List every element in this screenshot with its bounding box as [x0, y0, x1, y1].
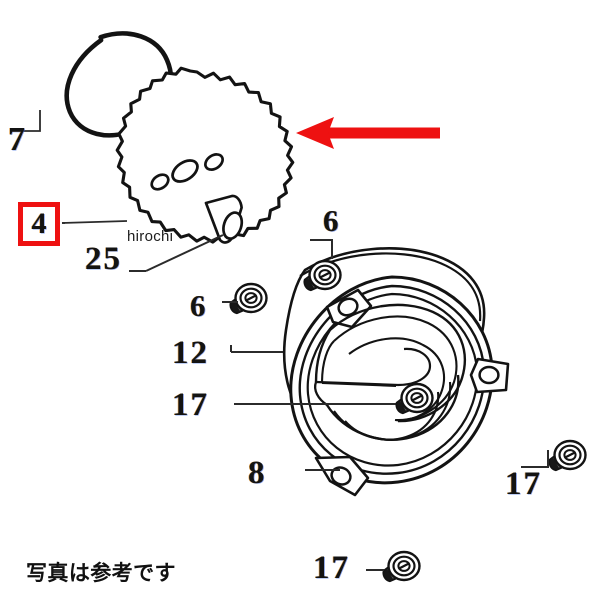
bolt-6-right [300, 239, 342, 295]
highlighted-part-number: 4 [31, 207, 47, 240]
callout-12: 12 [172, 335, 209, 371]
callout-17-center: 17 [172, 387, 209, 423]
highlighted-part-box: 4 [18, 202, 60, 246]
highlight-arrow [296, 117, 440, 149]
disclaimer-text: 写真は参考です [26, 561, 176, 585]
callout-8: 8 [248, 455, 267, 491]
callout-25: 25 [85, 241, 122, 277]
callout-6-left: 6 [190, 288, 208, 323]
callout-17-bottom: 17 [313, 550, 350, 586]
cam-sprocket-gear-4 [61, 66, 295, 244]
callout-6-right: 6 [323, 203, 341, 238]
callout-17-right: 17 [505, 466, 542, 502]
callout-7: 7 [8, 121, 28, 158]
watermark-text: hirochi [127, 228, 174, 245]
dowel-pin-25 [129, 194, 244, 272]
bolt-6-left [222, 282, 268, 318]
cover-mounting-tabs [314, 288, 510, 497]
bolt-17-bottom [366, 550, 421, 586]
pulse-generator-cover-8 [234, 275, 510, 497]
bolt-17-right [521, 439, 587, 475]
